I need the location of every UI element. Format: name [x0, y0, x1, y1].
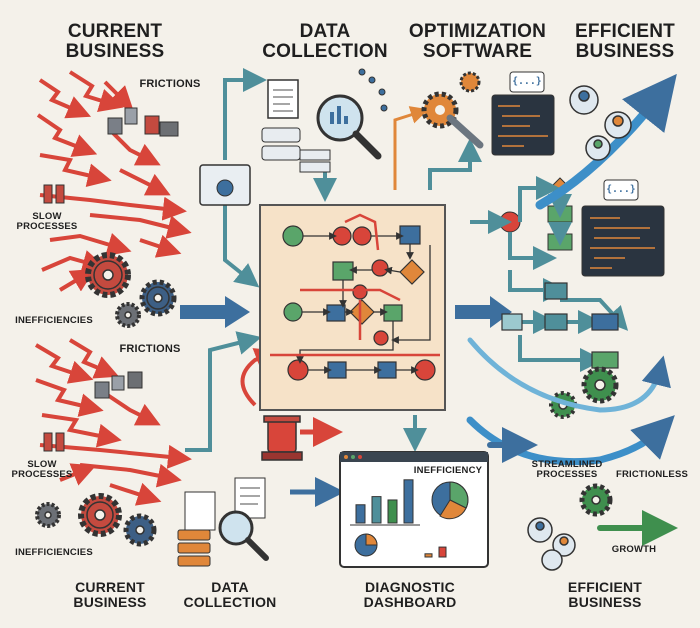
label-streamlined-processes: STREAMLINED PROCESSES	[531, 459, 603, 480]
mini-bar-0	[424, 553, 433, 558]
label-slow-processes-top: SLOW PROCESSES	[16, 211, 78, 232]
red-tangles	[270, 213, 440, 357]
chart-bar-3	[403, 479, 414, 524]
red-feedback	[240, 348, 280, 407]
data-collection-bottom-icons	[177, 477, 269, 567]
footer-diagnostic-dashboard: DIAGNOSTIC DASHBOARD	[363, 579, 457, 610]
diagnostic-dashboard-frame	[339, 451, 489, 568]
label-frictions-top: FRICTIONS	[139, 78, 201, 90]
label-frictions-bottom: FRICTIONS	[119, 343, 181, 355]
chart-bar-1	[371, 496, 382, 524]
chaotic-arrows-top	[36, 70, 192, 292]
label-inefficiencies-bottom: INEFFICIENCIES	[15, 547, 93, 558]
green-gears	[549, 366, 619, 517]
gears-top	[85, 252, 177, 328]
chart-bar-0	[355, 504, 366, 524]
optimization-icons	[421, 71, 555, 156]
process-flow	[282, 225, 436, 381]
broken-pipe-bottom	[43, 371, 143, 452]
header-efficient-business: EFFICIENT BUSINESS	[575, 21, 675, 62]
dashboard-mini-bars	[424, 546, 447, 558]
label-inefficiencies-top: INEFFICIENCIES	[15, 315, 93, 326]
code-badges	[509, 71, 639, 201]
broken-pipe-top	[43, 107, 179, 204]
dashboard-bar-chart	[355, 479, 414, 524]
code-badge-right: {...}	[606, 184, 636, 195]
header-data-collection: DATA COLLECTION	[262, 21, 388, 62]
gears-bottom	[35, 493, 157, 547]
footer-current-business: CURRENT BUSINESS	[73, 579, 147, 610]
header-optimization-software: OPTIMIZATION SOFTWARE	[408, 21, 547, 62]
code-badge-top: {...}	[512, 76, 542, 87]
chart-bar-2	[387, 499, 398, 524]
label-frictionless: FRICTIONLESS	[615, 469, 689, 480]
label-slow-processes-bottom: SLOW PROCESSES	[11, 459, 73, 480]
label-inefficiency: INEFFICIENCY	[413, 465, 483, 476]
blue-arrows-in	[180, 296, 512, 328]
efficient-flow-top	[499, 177, 665, 277]
team-icons-bottom	[527, 517, 576, 571]
footer-data-collection: DATA COLLECTION	[183, 579, 277, 610]
teal-connectors	[185, 68, 482, 452]
label-growth: GROWTH	[611, 544, 657, 555]
data-collection-top-icons	[199, 68, 388, 206]
orange-connector	[393, 106, 429, 190]
header-current-business: CURRENT BUSINESS	[65, 21, 165, 62]
mini-bar-1	[438, 546, 447, 558]
chaotic-arrows-bottom	[34, 338, 192, 506]
footer-efficient-business: EFFICIENT BUSINESS	[567, 579, 643, 610]
team-icons-top	[569, 85, 632, 161]
efficient-flow-mid	[501, 282, 619, 369]
valve-icon	[261, 415, 303, 461]
